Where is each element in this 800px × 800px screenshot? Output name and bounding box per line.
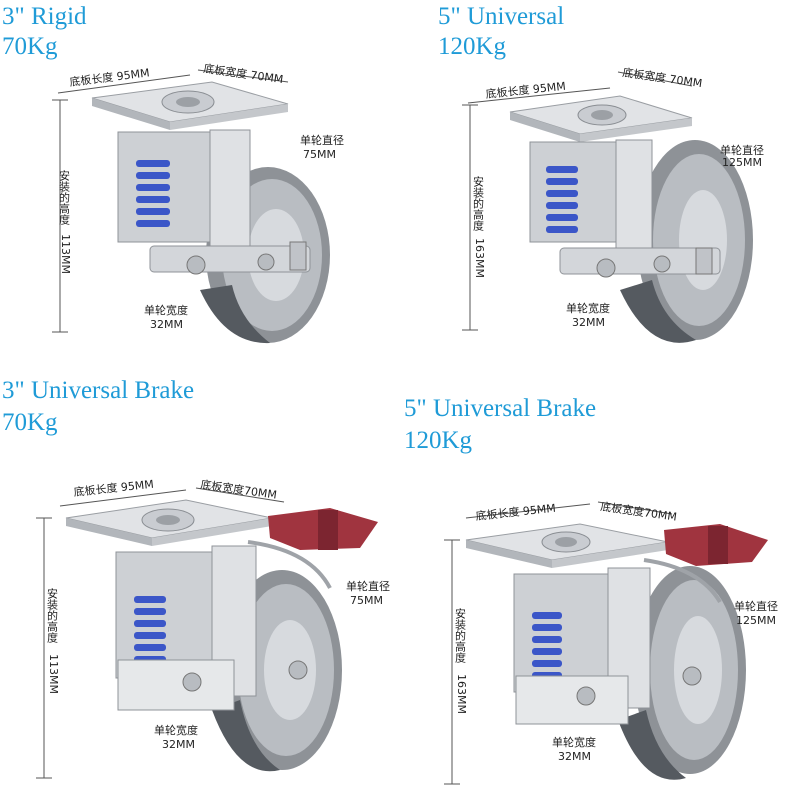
plate-width-label: 底板宽度70MM bbox=[600, 499, 678, 524]
wheel-width-label: 单轮宽度 bbox=[154, 723, 198, 737]
product-load: 120Kg bbox=[438, 33, 507, 60]
wheel-width-label: 单轮宽度 bbox=[552, 735, 596, 749]
wheel-diameter-value: 125MM bbox=[736, 614, 776, 627]
plate-width-label: 底板宽度 70MM bbox=[622, 65, 704, 90]
product-rigid-3in: 3" Rigid 70Kg 底板长度 95MM bbox=[0, 0, 400, 360]
wheel-diameter-label: 单轮直径 bbox=[300, 133, 344, 147]
product-name: 3" Rigid bbox=[2, 3, 87, 30]
product-load: 70Kg bbox=[2, 409, 58, 436]
product-universal-brake-5in: 5" Universal Brake 120Kg 底板长度 95MM 底板宽度7… bbox=[400, 390, 800, 800]
caster-illustration: 底板长度 95MM 底板宽度 70MM 单轮直径 75MM 单轮宽度 32MM … bbox=[52, 61, 344, 344]
install-height-label: 安装的高度 bbox=[58, 169, 71, 226]
plate-length-label: 底板长度 95MM bbox=[475, 501, 557, 523]
install-height-label: 安装的高度 bbox=[472, 175, 485, 232]
plate-width-label: 底板宽度70MM bbox=[200, 477, 278, 502]
install-height-label: 安装的高度 bbox=[454, 607, 467, 664]
caster-illustration: 底板长度 95MM 底板宽度 70MM 单轮直径 125MM 单轮宽度 32MM… bbox=[462, 65, 764, 343]
wheel-diameter-value: 75MM bbox=[303, 148, 336, 161]
wheel-diameter-value: 75MM bbox=[350, 594, 383, 607]
wheel-diameter-label: 单轮直径 bbox=[346, 579, 390, 593]
wheel-diameter-label: 单轮直径 bbox=[720, 143, 764, 157]
spring bbox=[546, 166, 578, 233]
plate-length-label: 底板长度 95MM bbox=[69, 65, 151, 89]
bracket bbox=[513, 573, 621, 693]
wheel-diameter-value: 125MM bbox=[722, 156, 762, 169]
wheel-width-value: 32MM bbox=[558, 750, 591, 763]
product-load: 70Kg bbox=[2, 33, 58, 60]
caster-illustration: 底板长度 95MM 底板宽度70MM 单轮直径 75MM 单轮宽度 32MM 安… bbox=[36, 477, 390, 779]
caster-illustration: 底板长度 95MM 底板宽度70MM 单轮直径 125MM 单轮宽度 32MM … bbox=[444, 499, 778, 785]
wheel-width-value: 32MM bbox=[150, 318, 183, 331]
product-name: 5" Universal bbox=[438, 3, 565, 30]
wheel-width-label: 单轮宽度 bbox=[144, 303, 188, 317]
wheel-width-value: 32MM bbox=[572, 316, 605, 329]
spring bbox=[136, 160, 170, 227]
install-height-value: 163MM bbox=[455, 674, 468, 714]
wheel-diameter-label: 单轮直径 bbox=[734, 599, 778, 613]
product-universal-brake-3in: 3" Universal Brake 70Kg 底板长度 95MM 底板宽度70… bbox=[0, 370, 400, 800]
wheel-width-label: 单轮宽度 bbox=[566, 301, 610, 315]
product-name: 5" Universal Brake bbox=[404, 395, 597, 422]
install-height-value: 113MM bbox=[59, 234, 72, 274]
install-height-label: 安装的高度 bbox=[46, 587, 59, 644]
install-height-value: 163MM bbox=[473, 238, 486, 278]
install-height-value: 113MM bbox=[47, 654, 60, 694]
wheel-width-value: 32MM bbox=[162, 738, 195, 751]
bracket bbox=[115, 551, 227, 679]
product-universal-5in: 5" Universal 120Kg 底板长度 95MM 底板宽度 70MM 单… bbox=[400, 0, 800, 360]
product-load: 120Kg bbox=[404, 427, 473, 454]
plate-length-label: 底板长度 95MM bbox=[485, 79, 567, 101]
product-name: 3" Universal Brake bbox=[2, 377, 195, 404]
